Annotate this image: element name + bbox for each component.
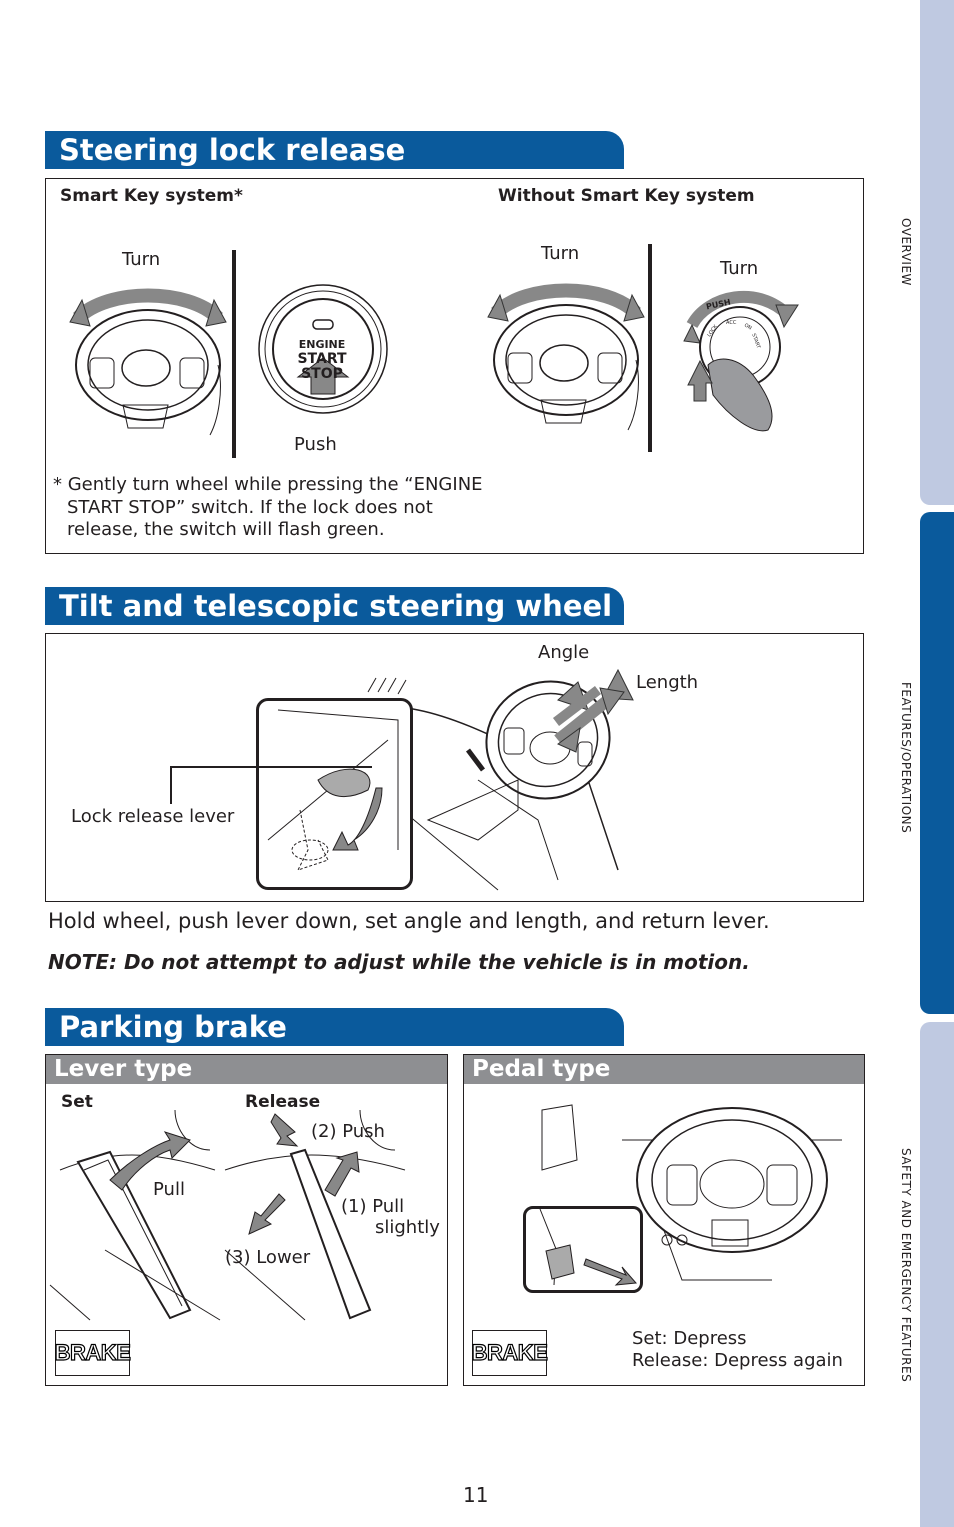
- turn-label-1: Turn: [122, 249, 161, 270]
- button-text-engine: ENGINE: [298, 338, 346, 351]
- push-label: Push: [294, 434, 337, 455]
- parking-brake-title: Parking brake: [45, 1008, 624, 1046]
- features-tab[interactable]: [920, 512, 954, 1014]
- tilt-title: Tilt and telescopic steering wheel: [45, 587, 624, 625]
- pull-step-label-1: (1) Pull: [341, 1196, 405, 1217]
- key-text-acc: ACC: [726, 320, 737, 326]
- features-tab-label: FEATURES/OPERATIONS: [899, 682, 913, 834]
- lever-set-illustration: [49, 1109, 221, 1321]
- pedal-illustration: [541, 1104, 842, 1281]
- angle-label: Angle: [538, 642, 590, 663]
- footnote-line-1: * Gently turn wheel while pressing the “…: [53, 474, 483, 495]
- lever-inset-illustration: [267, 709, 399, 871]
- page-number: 11: [463, 1483, 489, 1507]
- lever-release-illustration: [224, 1109, 406, 1321]
- overview-tab[interactable]: [920, 0, 954, 505]
- safety-tab[interactable]: [920, 1022, 954, 1527]
- steering-lock-title: Steering lock release: [45, 131, 624, 169]
- tilt-box: [45, 633, 864, 902]
- button-text-start: START: [297, 351, 347, 367]
- release-label: Release: [245, 1092, 321, 1112]
- smart-key-label: Smart Key system*: [60, 186, 243, 206]
- button-text-stop: STOP: [301, 366, 343, 382]
- pull-label: Pull: [153, 1179, 185, 1200]
- pedal-inset-illustration: [539, 1208, 638, 1286]
- overview-tab-label: OVERVIEW: [899, 218, 913, 286]
- lever-pointer-line-h: [170, 766, 372, 768]
- key-cylinder-illustration: [683, 290, 799, 432]
- set-label: Set: [61, 1092, 93, 1112]
- lower-step-label: (3) Lower: [225, 1247, 311, 1268]
- safety-tab-label: SAFETY AND EMERGENCY FEATURES: [899, 1148, 913, 1383]
- length-label: Length: [636, 672, 699, 693]
- no-smart-key-label: Without Smart Key system: [498, 186, 755, 206]
- pedal-set-label: Set: Depress: [632, 1328, 747, 1349]
- brake-indicator-lever-text: BRAKE: [54, 1339, 131, 1365]
- lock-release-lever-label: Lock release lever: [71, 806, 235, 827]
- steering-wheel-illustration-1: [69, 288, 227, 436]
- divider-1: [232, 250, 236, 458]
- tilt-steering-illustration: [367, 668, 634, 891]
- pull-step-label-2: slightly: [375, 1217, 440, 1238]
- brake-indicator-lever: BRAKE: [54, 1330, 131, 1376]
- divider-2: [648, 244, 652, 452]
- steering-wheel-illustration-2: [487, 283, 645, 431]
- footnote-line-2: START STOP” switch. If the lock does not: [67, 497, 433, 518]
- pedal-release-label: Release: Depress again: [632, 1350, 843, 1371]
- push-step-label: (2) Push: [311, 1121, 385, 1142]
- footnote-line-3: release, the switch will flash green.: [67, 519, 385, 540]
- tilt-note: NOTE: Do not attempt to adjust while the…: [48, 950, 750, 974]
- lever-pointer-line-v: [170, 766, 172, 804]
- turn-label-2: Turn: [541, 243, 580, 264]
- brake-indicator-pedal: BRAKE: [471, 1330, 548, 1376]
- brake-indicator-pedal-text: BRAKE: [471, 1339, 548, 1365]
- turn-label-3: Turn: [720, 258, 759, 279]
- pedal-type-header: Pedal type: [464, 1055, 864, 1084]
- lever-type-header: Lever type: [46, 1055, 447, 1084]
- engine-start-button-illustration: [258, 284, 388, 414]
- tilt-instruction: Hold wheel, push lever down, set angle a…: [48, 909, 770, 933]
